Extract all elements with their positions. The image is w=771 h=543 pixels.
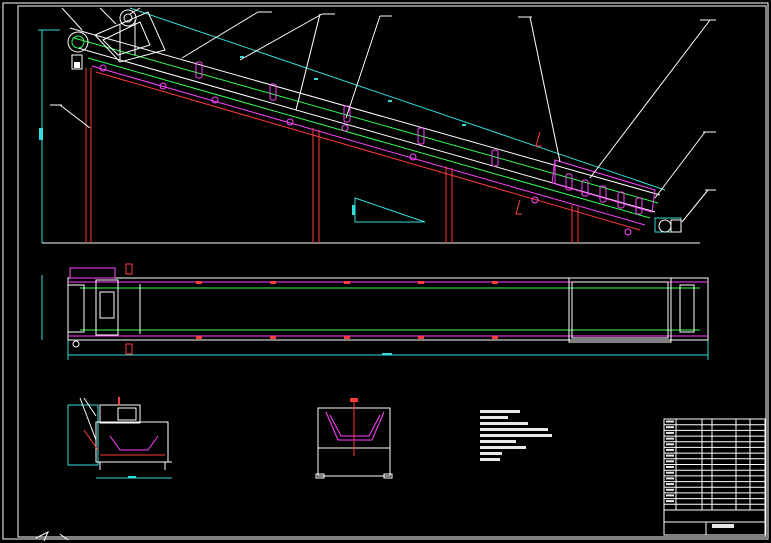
title-block-row-text bbox=[666, 477, 674, 480]
head-pulley bbox=[67, 31, 89, 53]
title-block-row-text bbox=[666, 460, 674, 463]
drive-sprocket bbox=[119, 9, 137, 27]
title-block-row-text bbox=[666, 426, 674, 429]
title-block-row-text bbox=[666, 500, 674, 503]
left-height-dimension bbox=[38, 29, 60, 243]
tail-pulley-plan bbox=[679, 284, 695, 333]
title-block-row-text bbox=[666, 454, 674, 457]
title-block bbox=[663, 418, 766, 536]
bottom-left-marks bbox=[35, 530, 69, 542]
troughing-idler-section bbox=[315, 398, 393, 479]
tail-pulley bbox=[658, 219, 672, 233]
head-pulley-plan bbox=[67, 284, 85, 333]
support-legs bbox=[85, 68, 579, 243]
conveyor-frame bbox=[69, 7, 666, 231]
skirt-hood bbox=[551, 159, 656, 213]
section-marks bbox=[515, 131, 542, 215]
title-block-row-text bbox=[666, 494, 674, 497]
return-idlers bbox=[99, 64, 632, 236]
title-block-row-text bbox=[666, 448, 674, 451]
drive-end-view bbox=[67, 397, 172, 479]
title-block-row-text bbox=[666, 437, 674, 440]
technical-notes bbox=[480, 410, 552, 461]
tail-pulley-assembly bbox=[654, 217, 682, 233]
leader-lines bbox=[50, 11, 716, 223]
tail-section-plan bbox=[568, 277, 672, 343]
title-block-row-text bbox=[666, 471, 674, 474]
carrying-idlers bbox=[195, 61, 643, 215]
title-block-row-text bbox=[666, 483, 674, 486]
title-block-row-text bbox=[666, 443, 674, 446]
title-block-row-text bbox=[666, 488, 674, 491]
belt-dimension-marks bbox=[240, 56, 466, 126]
title-block-row-text bbox=[666, 466, 674, 468]
head-drive-assembly bbox=[61, 7, 166, 70]
title-block-row-text bbox=[666, 420, 674, 423]
incline-angle-indicator bbox=[352, 197, 426, 223]
title-block-row-text bbox=[666, 431, 674, 434]
inclined-side-elevation bbox=[38, 7, 716, 244]
plan-view bbox=[41, 263, 709, 360]
